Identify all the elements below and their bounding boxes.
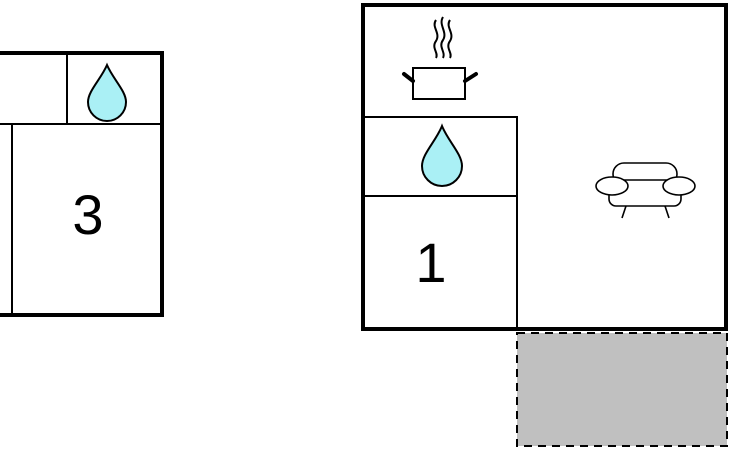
left-unit: 3 — [0, 51, 164, 317]
terrace-area — [516, 332, 728, 447]
right-unit-outer-wall — [361, 3, 728, 331]
right-unit-inner-wall — [363, 116, 518, 329]
water-drop-icon — [420, 123, 464, 187]
cooking-pot-icon — [402, 16, 478, 100]
sofa-icon — [595, 162, 696, 219]
room-number-3: 3 — [72, 183, 103, 246]
right-unit: 1 — [361, 3, 728, 331]
bedroom-3-bed — [11, 123, 163, 316]
room-number-1: 1 — [415, 231, 446, 294]
water-drop-icon — [86, 62, 128, 122]
